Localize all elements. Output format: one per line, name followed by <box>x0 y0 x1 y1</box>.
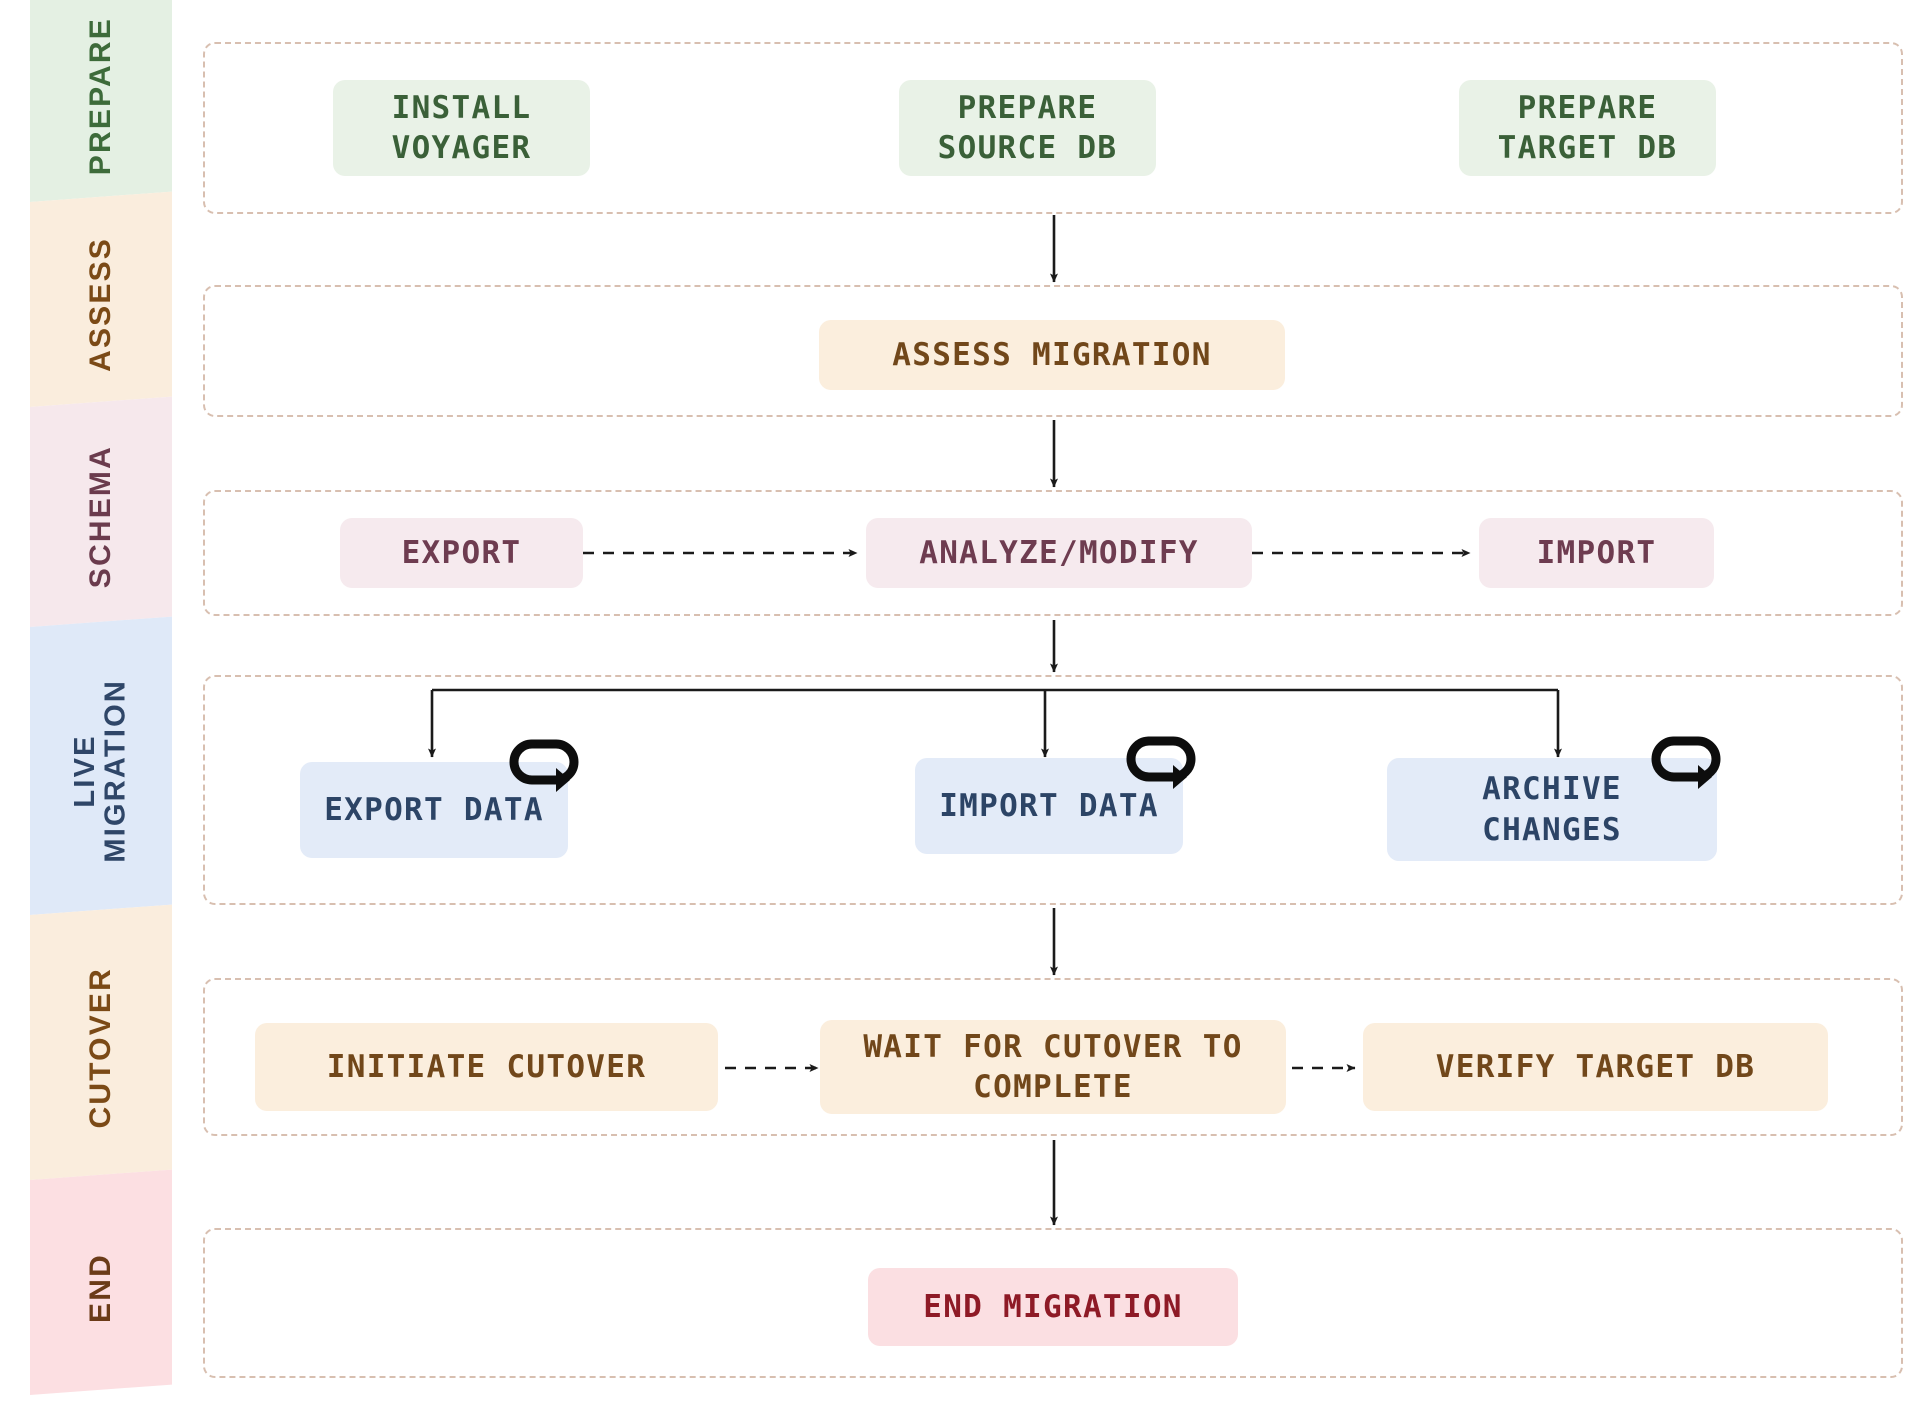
node-prepare-source-db[interactable]: PREPARE SOURCE DB <box>899 80 1156 176</box>
node-prepare-target-db[interactable]: PREPARE TARGET DB <box>1459 80 1716 176</box>
node-import-data-label: IMPORT DATA <box>939 787 1159 824</box>
node-initiate-cutover[interactable]: INITIATE CUTOVER <box>255 1023 718 1111</box>
phase-band-assess[interactable]: ASSESS <box>30 191 172 407</box>
phase-label-end: END <box>84 1252 118 1323</box>
phase-label-live-migration: LIVE MIGRATION <box>69 679 132 863</box>
phase-band-end[interactable]: END <box>30 1169 172 1395</box>
row-container-live-migration <box>203 675 1903 905</box>
phase-band-cutover[interactable]: CUTOVER <box>30 904 172 1180</box>
node-verify-target-db[interactable]: VERIFY TARGET DB <box>1363 1023 1828 1111</box>
phase-band-live-migration[interactable]: LIVE MIGRATION <box>30 616 172 915</box>
node-end-migration[interactable]: END MIGRATION <box>868 1268 1238 1346</box>
node-archive-changes[interactable]: ARCHIVE CHANGES <box>1387 758 1717 861</box>
node-initiate-cutover-label: INITIATE CUTOVER <box>326 1048 647 1085</box>
row-container-prepare <box>203 42 1903 214</box>
node-schema-export[interactable]: EXPORT <box>340 518 583 588</box>
phase-label-assess: ASSESS <box>84 237 118 372</box>
node-schema-analyze-modify[interactable]: ANALYZE/MODIFY <box>866 518 1252 588</box>
node-verify-target-db-label: VERIFY TARGET DB <box>1435 1048 1756 1085</box>
phase-band-schema[interactable]: SCHEMA <box>30 396 172 627</box>
phase-sidebar: PREPARE ASSESS SCHEMA LIVE MIGRATION CUT… <box>30 0 172 1405</box>
node-assess-migration-label: ASSESS MIGRATION <box>892 336 1212 373</box>
node-import-data[interactable]: IMPORT DATA <box>915 758 1183 854</box>
row-container-end <box>203 1228 1903 1378</box>
node-wait-for-cutover-label: WAIT FOR CUTOVER TO COMPLETE <box>863 1028 1243 1105</box>
phase-label-cutover: CUTOVER <box>84 966 118 1129</box>
row-container-schema <box>203 490 1903 616</box>
node-export-data-label: EXPORT DATA <box>324 791 544 828</box>
node-end-migration-label: END MIGRATION <box>923 1288 1183 1325</box>
node-archive-changes-label: ARCHIVE CHANGES <box>1482 771 1622 848</box>
node-prepare-target-db-label: PREPARE TARGET DB <box>1497 89 1678 166</box>
node-wait-for-cutover[interactable]: WAIT FOR CUTOVER TO COMPLETE <box>820 1020 1286 1114</box>
node-schema-import[interactable]: IMPORT <box>1479 518 1714 588</box>
node-export-data[interactable]: EXPORT DATA <box>300 762 568 858</box>
node-schema-export-label: EXPORT <box>401 534 522 571</box>
node-assess-migration[interactable]: ASSESS MIGRATION <box>819 320 1285 390</box>
phase-label-schema: SCHEMA <box>84 445 118 589</box>
phase-band-prepare[interactable]: PREPARE <box>30 0 172 202</box>
node-schema-import-label: IMPORT <box>1536 534 1657 571</box>
row-container-assess <box>203 285 1903 417</box>
phase-label-prepare: PREPARE <box>84 16 118 176</box>
row-container-cutover <box>203 978 1903 1136</box>
node-schema-analyze-modify-label: ANALYZE/MODIFY <box>919 534 1199 571</box>
node-install-voyager[interactable]: INSTALL VOYAGER <box>333 80 590 176</box>
node-prepare-source-db-label: PREPARE SOURCE DB <box>937 89 1118 166</box>
node-install-voyager-label: INSTALL VOYAGER <box>391 89 532 166</box>
